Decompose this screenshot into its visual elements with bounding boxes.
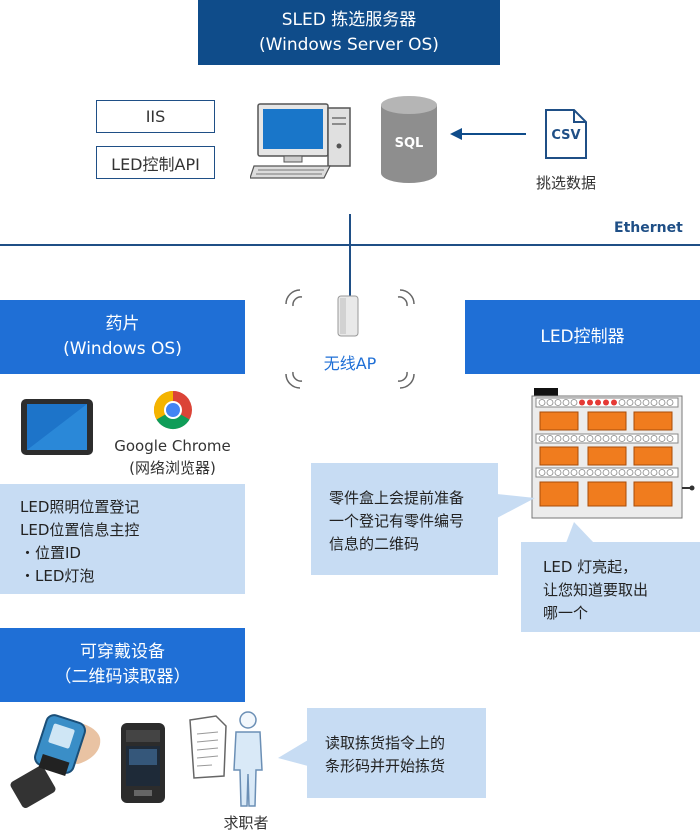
- server-title: SLED 拣选服务器: [281, 9, 417, 30]
- tablet-os: (Windows OS): [63, 339, 182, 359]
- qr-callout: 零件盒上会提前准备 一个登记有零件编号 信息的二维码: [311, 463, 498, 575]
- qr-callout-pointer: [497, 494, 535, 518]
- barcode-callout-pointer: [278, 740, 308, 766]
- wrist-scanner-icon: [10, 714, 101, 809]
- qr-callout-line-1: 零件盒上会提前准备: [329, 489, 465, 507]
- chrome-caption: (网络浏览器): [129, 459, 216, 477]
- document-icon: [189, 715, 227, 779]
- csv-caption: 挑选数据: [535, 174, 596, 192]
- info-line-1: LED照明位置登记: [20, 498, 140, 516]
- barcode-callout: 读取拣货指令上的 条形码并开始拣货: [307, 708, 486, 798]
- wireless-ap-label: 无线AP: [323, 354, 377, 373]
- chrome-icon: [153, 390, 192, 430]
- led-api-label: LED控制API: [111, 154, 200, 174]
- desktop-computer-icon: [250, 103, 351, 179]
- handheld-terminal-icon: [121, 723, 165, 803]
- tablet-icon: [21, 399, 93, 455]
- tablet-title: 药片: [105, 314, 140, 334]
- qr-callout-line-3: 信息的二维码: [329, 535, 420, 553]
- led-callout-line-2: 让您知道要取出: [543, 581, 649, 599]
- led-callout-line-3: 哪一个: [543, 604, 589, 622]
- server-title-box: SLED 拣选服务器 (Windows Server OS): [198, 0, 500, 65]
- iis-box: IIS: [96, 100, 215, 133]
- wearable-subtitle: （二维码读取器）: [54, 667, 191, 687]
- database-icon: [381, 96, 437, 183]
- person-label: 求职者: [223, 814, 269, 832]
- wearable-title: 可穿戴设备: [80, 642, 165, 662]
- barcode-callout-line-2: 条形码并开始拣货: [325, 757, 446, 775]
- arrow-csv-to-sql: [450, 128, 526, 140]
- qr-callout-line-2: 一个登记有零件编号: [329, 512, 465, 530]
- led-callout-pointer: [566, 522, 594, 543]
- led-controller-title-box: LED控制器: [465, 300, 700, 374]
- info-line-2: LED位置信息主控: [20, 521, 140, 539]
- led-callout: LED 灯亮起， 让您知道要取出 哪一个: [521, 542, 700, 632]
- wireless-ap-icon: [285, 289, 415, 389]
- csv-label: CSV: [551, 128, 581, 143]
- wearable-title-box: 可穿戴设备 （二维码读取器）: [0, 628, 245, 702]
- barcode-callout-line-1: 读取拣货指令上的: [325, 734, 446, 752]
- led-api-box: LED控制API: [96, 146, 215, 179]
- tablet-info-box: LED照明位置登记 LED位置信息主控 ・位置ID ・LED灯泡: [0, 484, 245, 594]
- ap-cable: [349, 214, 351, 298]
- led-controller-title: LED控制器: [540, 326, 625, 347]
- shelf-rack-icon: [531, 388, 695, 519]
- chrome-name: Google Chrome: [114, 437, 231, 455]
- sql-label: SQL: [394, 136, 424, 151]
- csv-file-icon: [545, 109, 587, 159]
- chrome-label: Google Chrome (网络浏览器): [100, 435, 245, 479]
- led-callout-line-1: LED 灯亮起，: [543, 558, 638, 576]
- iis-label: IIS: [145, 107, 166, 126]
- person-icon: [233, 711, 263, 807]
- info-line-3: ・位置ID: [20, 544, 81, 562]
- info-line-4: ・LED灯泡: [20, 567, 95, 585]
- ethernet-label: Ethernet: [614, 220, 683, 236]
- tablet-title-box: 药片 (Windows OS): [0, 300, 245, 374]
- server-os: (Windows Server OS): [259, 34, 439, 55]
